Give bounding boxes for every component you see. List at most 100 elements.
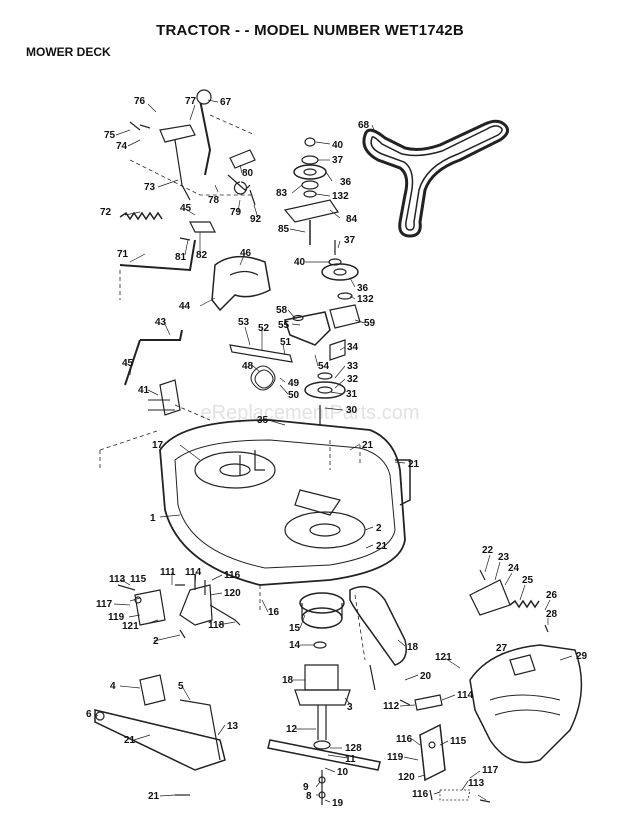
callout: 17: [152, 440, 164, 451]
callout: 13: [227, 721, 239, 732]
callout: 54: [318, 361, 330, 372]
callout: 92: [250, 214, 262, 225]
callout: 21: [124, 735, 136, 746]
callout: 26: [546, 590, 558, 601]
callout: 50: [288, 390, 300, 401]
callout: 118: [208, 620, 225, 631]
callout: 36: [340, 177, 352, 188]
callout: 78: [208, 195, 220, 206]
callout: 21: [408, 459, 420, 470]
callout: 51: [280, 337, 292, 348]
callout: 37: [332, 155, 344, 166]
callout: 85: [278, 224, 290, 235]
callout: 32: [347, 374, 359, 385]
callout: 45: [122, 358, 134, 369]
callout: 59: [364, 318, 376, 329]
callout: 1: [150, 513, 156, 524]
callout: 132: [357, 294, 374, 305]
callout: 71: [117, 249, 129, 260]
callout: 28: [546, 609, 558, 620]
callout: 2: [376, 523, 382, 534]
watermark: eReplacementParts.com: [200, 402, 420, 424]
callout: 45: [180, 203, 192, 214]
callout: 67: [220, 97, 232, 108]
callout: 72: [100, 207, 112, 218]
callout: 9: [303, 782, 309, 793]
callout: 80: [242, 168, 254, 179]
callout: 40: [294, 257, 306, 268]
callout: 5: [178, 681, 184, 692]
callout: 14: [289, 640, 301, 651]
callout: 121: [122, 621, 139, 632]
page-title: TRACTOR - - MODEL NUMBER WET1742B: [156, 22, 464, 39]
callout: 120: [398, 772, 415, 783]
deflector: [469, 644, 583, 764]
callout: 27: [496, 643, 508, 654]
callout: 2: [153, 636, 159, 647]
callout: 3: [347, 702, 353, 713]
callout: 6: [86, 709, 92, 720]
callout: 46: [240, 248, 252, 259]
callout: 120: [224, 588, 241, 599]
callout: 4: [110, 681, 116, 692]
callout: 36: [357, 283, 369, 294]
callout: 112: [383, 701, 400, 712]
callout: 30: [346, 405, 358, 416]
callout: 128: [345, 743, 362, 754]
callout: 111: [160, 567, 176, 578]
callout: 58: [276, 305, 288, 316]
callout: 114: [185, 567, 202, 578]
callout: 21: [362, 440, 374, 451]
callout: 84: [346, 214, 358, 225]
callout: 132: [332, 191, 349, 202]
callout: 116: [412, 789, 429, 800]
callout: 16: [268, 607, 280, 618]
mower-deck: [159, 419, 406, 586]
callout: 43: [155, 317, 167, 328]
section-title: MOWER DECK: [26, 45, 111, 59]
callout: 21: [148, 791, 160, 802]
callout: 113: [468, 778, 485, 789]
callout: 48: [242, 361, 254, 372]
callout: 116: [396, 734, 413, 745]
callout: 117: [482, 765, 499, 776]
callout: 31: [346, 389, 358, 400]
callout: 83: [276, 188, 288, 199]
callout: 121: [435, 652, 452, 663]
callout: 41: [138, 385, 150, 396]
callout: 81: [175, 252, 187, 263]
callout: 117: [96, 599, 113, 610]
callout: 115: [130, 574, 147, 585]
callout: 24: [508, 563, 520, 574]
callout: 15: [289, 623, 301, 634]
callout: 22: [482, 545, 494, 556]
callout: 21: [376, 541, 388, 552]
callout: 75: [104, 130, 116, 141]
callout: 35: [257, 415, 269, 426]
callout: 19: [332, 798, 344, 809]
callout: 18: [282, 675, 294, 686]
callout: 49: [288, 378, 300, 389]
callout: 34: [347, 342, 359, 353]
callout: 119: [387, 752, 404, 763]
callout: 115: [450, 736, 467, 747]
callout: 18: [407, 642, 419, 653]
callout: 11: [345, 754, 356, 765]
callout: 73: [144, 182, 156, 193]
callout: 82: [196, 250, 208, 261]
callout: 10: [337, 767, 349, 778]
callout: 55: [278, 320, 290, 331]
callout: 23: [498, 552, 510, 563]
callout: 76: [134, 96, 146, 107]
callout: 116: [224, 570, 241, 581]
callout: 77: [185, 96, 197, 107]
callout: 68: [358, 120, 370, 131]
callout: 37: [344, 235, 356, 246]
callout: 29: [576, 651, 588, 662]
belt: [362, 119, 510, 238]
callout: 114: [457, 690, 474, 701]
callout: 8: [306, 791, 312, 802]
callout: 44: [179, 301, 191, 312]
callout: 74: [116, 141, 128, 152]
